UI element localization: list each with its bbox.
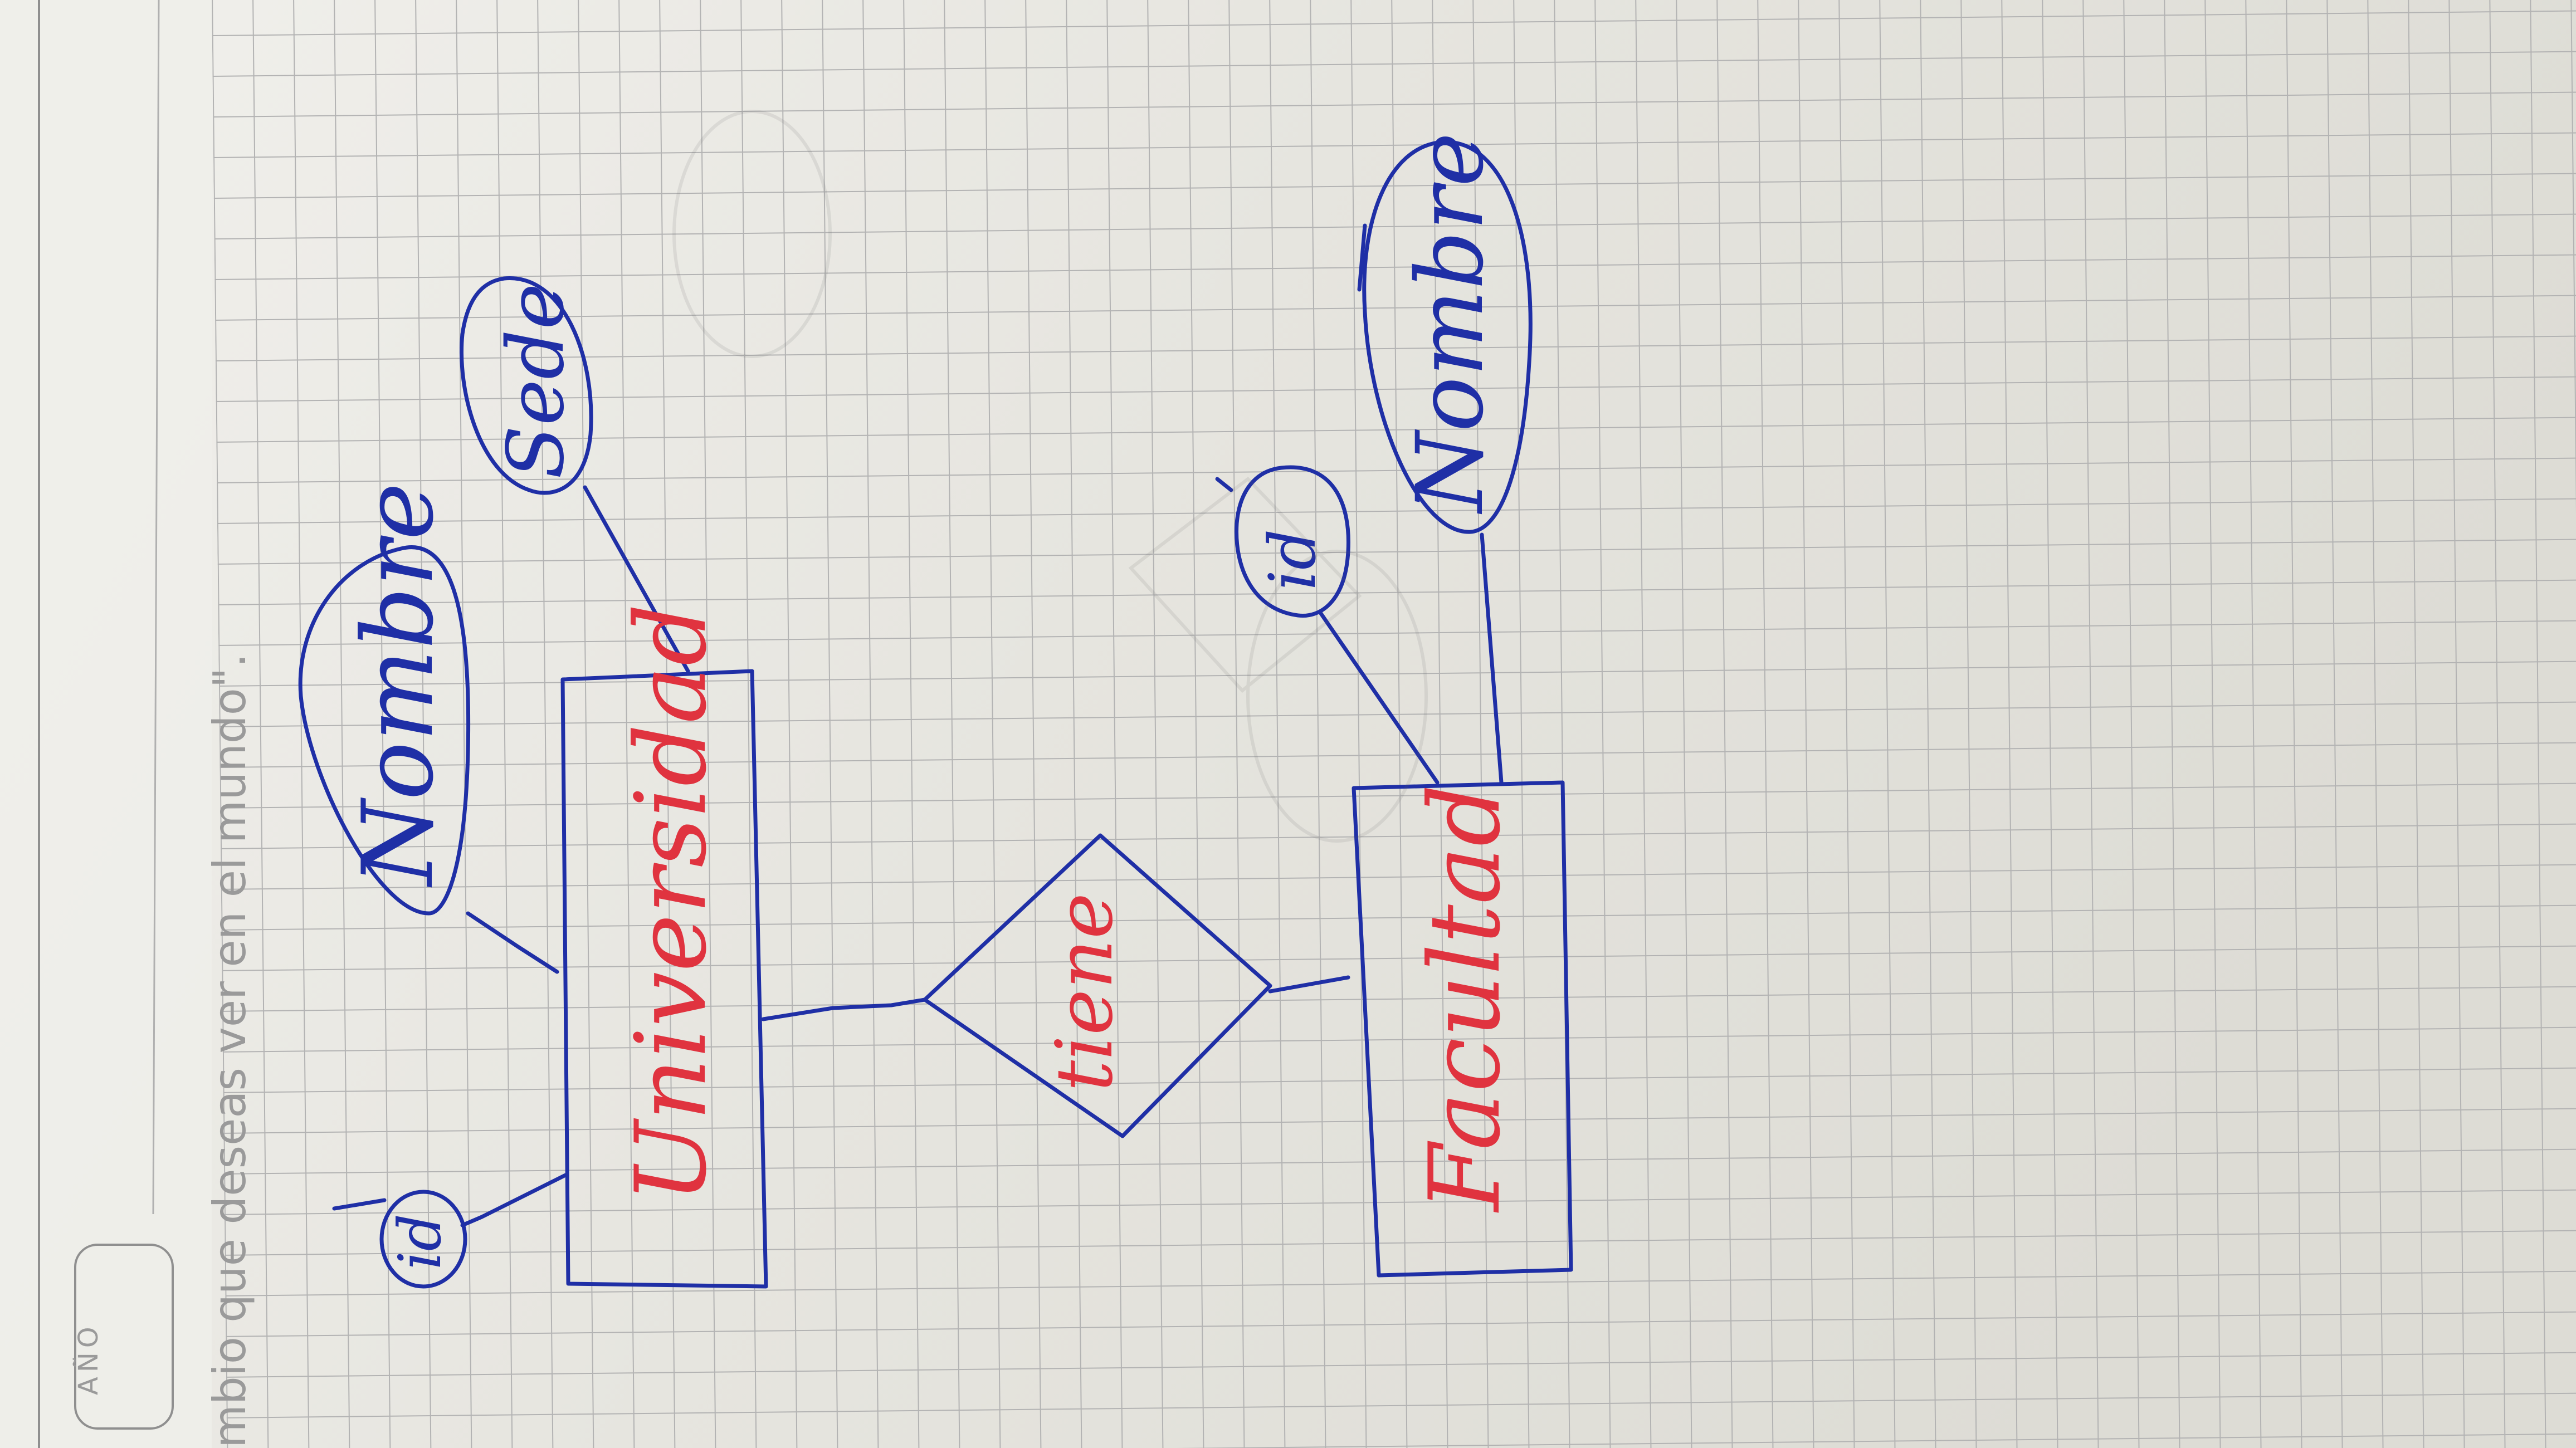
relationship-tiene: tiene [923,833,1272,1138]
attribute-univ-nombre: Nombre [298,482,471,916]
printed-prompt-text: mbio que deseas ver en el mundo". [204,653,256,1448]
attribute-univ-nombre-label: Nombre [342,482,455,888]
connector-univ-sede [583,485,690,673]
grid-lines [212,0,2576,1448]
connector-fac-nombre [1480,532,1504,785]
printed-year-label: AÑO [73,1322,104,1395]
entity-universidad-label: Universidad [615,604,728,1203]
entity-facultad: Facultad [1352,780,1573,1278]
attribute-univ-id-label: id [386,1214,454,1270]
show-through-marks [672,110,1428,843]
attribute-fac-id: id [1215,465,1350,618]
printed-header-margin: AÑO mbio que deseas ver en el mundo". [0,0,256,1448]
connector-fac-id [1318,610,1440,785]
attribute-univ-id: id [332,1190,467,1289]
attribute-fac-nombre-label: Nombre [1397,133,1504,515]
attribute-fac-nombre: Nombre [1357,133,1533,534]
attribute-fac-id-label: id [1256,529,1330,590]
connector-univ-nombre [466,911,559,974]
connector-univ-tiene [761,997,927,1021]
connector-tiene-fac [1268,975,1350,994]
entity-universidad: Universidad [560,604,768,1289]
attribute-univ-sede: Sede [460,276,593,495]
attribute-univ-sede-label: Sede [491,283,582,479]
printed-year-box [74,1244,174,1430]
connector-univ-id [460,1173,568,1227]
connector-lines [460,485,1504,1227]
relationship-tiene-label: tiene [1040,893,1130,1092]
entity-facultad-label: Facultad [1409,784,1522,1213]
